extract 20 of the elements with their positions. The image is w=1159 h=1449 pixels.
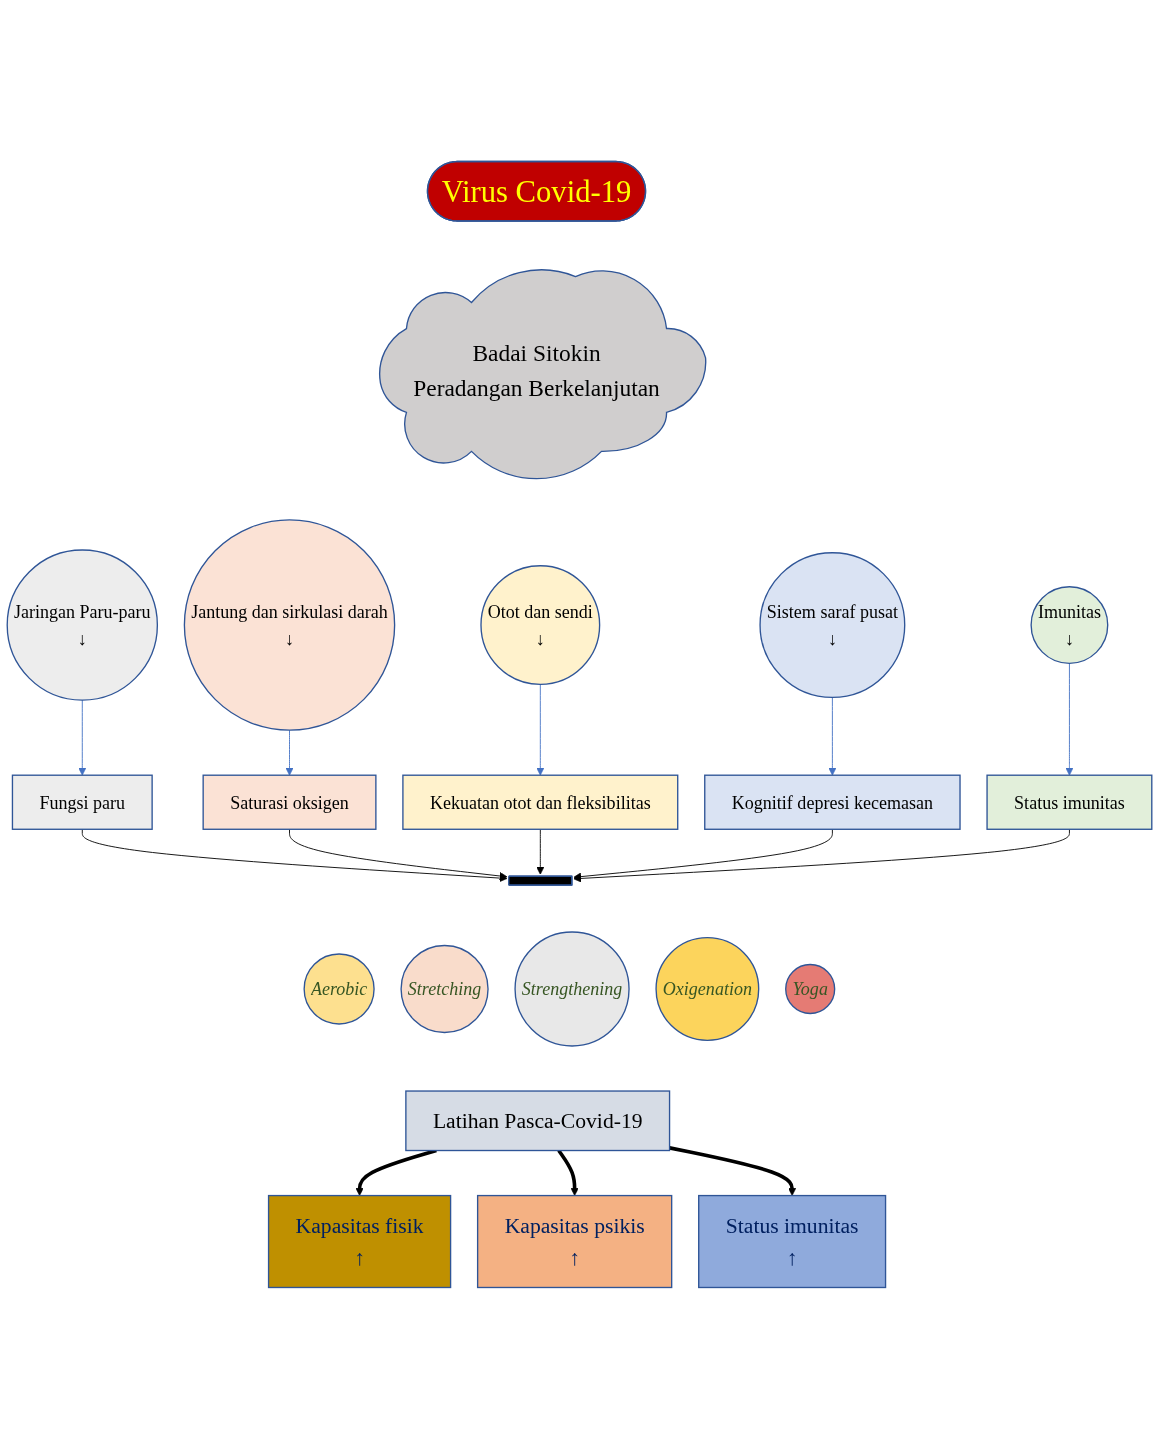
node-circle: Otot dan sendi ↓ (480, 565, 601, 686)
arrow (669, 1146, 797, 1196)
arrow (557, 1149, 579, 1196)
node-box: Saturasi oksigen (202, 774, 377, 830)
node-circle: Sistem saraf pusat ↓ (759, 552, 906, 699)
node-circle: Yoga (785, 963, 836, 1015)
node-box: Kapasitas psikis ↑ (476, 1194, 673, 1289)
node-box: Kognitif depresi kecemasan (704, 774, 961, 830)
node-box: Latihan Pasca-Covid-19 (405, 1090, 671, 1152)
node-circle: Stretching (400, 944, 489, 1034)
node-circle: Oxigenation (655, 937, 760, 1041)
node-circle: Strengthening (514, 931, 630, 1047)
node-circle: Jantung dan sirkulasi darah ↓ (183, 519, 396, 731)
node-circle: Jaringan Paru-paru ↓ (6, 549, 159, 701)
node-box: Status imunitas ↑ (698, 1194, 887, 1289)
node-circle: Imunitas ↓ (1030, 586, 1109, 664)
node-box: Status imunitas (986, 774, 1153, 830)
node-box: Fungsi paru (11, 774, 153, 830)
node-box: Kapasitas fisik ↑ (267, 1194, 452, 1289)
node-box: Kekuatan otot dan fleksibilitas (402, 774, 679, 830)
